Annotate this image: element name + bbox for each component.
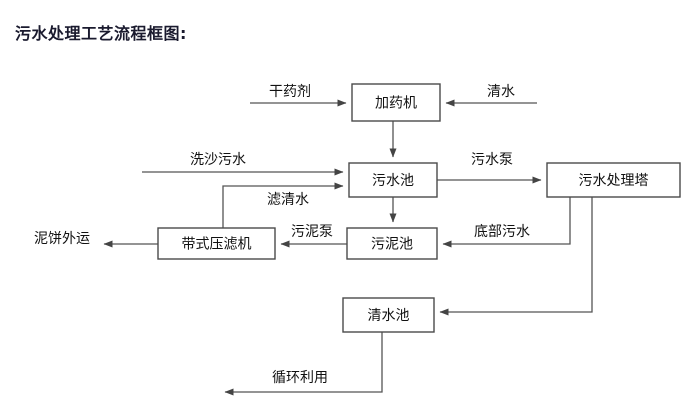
node-label-dosing: 加药机 xyxy=(375,96,417,112)
edge-dry-agent: 干药剂 xyxy=(250,84,347,107)
node-sludge_pool[interactable]: 污泥池 xyxy=(346,227,438,260)
edge-sand-wastewater: 洗沙污水 xyxy=(142,152,344,176)
edge-label-clean-water-in: 清水 xyxy=(487,84,515,100)
edge-label-mud-cake-out: 泥饼外运 xyxy=(34,231,90,247)
edge-label-recycle-use: 循环利用 xyxy=(272,370,328,386)
node-box-dosing[interactable] xyxy=(351,83,441,122)
node-filter_press[interactable]: 带式压滤机 xyxy=(157,227,276,260)
node-label-filter_press: 带式压滤机 xyxy=(182,237,252,253)
node-label-sewage_pool: 污水池 xyxy=(372,173,414,189)
node-treat_tower[interactable]: 污水处理塔 xyxy=(546,162,681,198)
node-label-treat_tower: 污水处理塔 xyxy=(579,173,649,189)
edge-mud-cake-out: 泥饼外运 xyxy=(34,231,158,248)
node-label-sludge_pool: 污泥池 xyxy=(371,237,413,253)
edge-sewage-pump: 污水泵 xyxy=(437,152,542,184)
node-label-clear_pool: 清水池 xyxy=(368,308,410,324)
node-sewage_pool[interactable]: 污水池 xyxy=(348,162,438,198)
edge-line-bottom-sewage xyxy=(442,197,571,248)
edge-line-recycle-use xyxy=(224,332,383,396)
edge-label-sewage-pump: 污水泵 xyxy=(471,152,513,168)
edge-line-tower-to-clear xyxy=(439,197,593,316)
edge-label-filtered-water: 滤清水 xyxy=(267,192,309,208)
edge-tower-to-clear xyxy=(439,197,593,316)
node-box-treat_tower[interactable] xyxy=(546,162,681,198)
node-clear_pool[interactable]: 清水池 xyxy=(342,297,435,333)
node-box-sludge_pool[interactable] xyxy=(346,227,438,260)
edge-filtered-water: 滤清水 xyxy=(222,182,344,228)
node-box-sewage_pool[interactable] xyxy=(348,162,438,198)
node-box-filter_press[interactable] xyxy=(157,227,276,260)
edge-label-bottom-sewage: 底部污水 xyxy=(474,224,530,240)
edge-bottom-sewage: 底部污水 xyxy=(442,197,571,248)
node-box-clear_pool[interactable] xyxy=(342,297,435,333)
edge-clean-water-in: 清水 xyxy=(445,84,537,107)
edge-label-dry-agent: 干药剂 xyxy=(269,84,311,100)
node-dosing[interactable]: 加药机 xyxy=(351,83,441,122)
edge-sludge-pump: 污泥泵 xyxy=(280,224,347,248)
page-title: 污水处理工艺流程框图: xyxy=(15,24,187,43)
edge-label-sand-wastewater: 洗沙污水 xyxy=(190,152,246,168)
edge-line-filtered-water xyxy=(222,182,344,228)
edge-recycle-use: 循环利用 xyxy=(224,332,383,396)
edge-label-sludge-pump: 污泥泵 xyxy=(291,224,333,240)
